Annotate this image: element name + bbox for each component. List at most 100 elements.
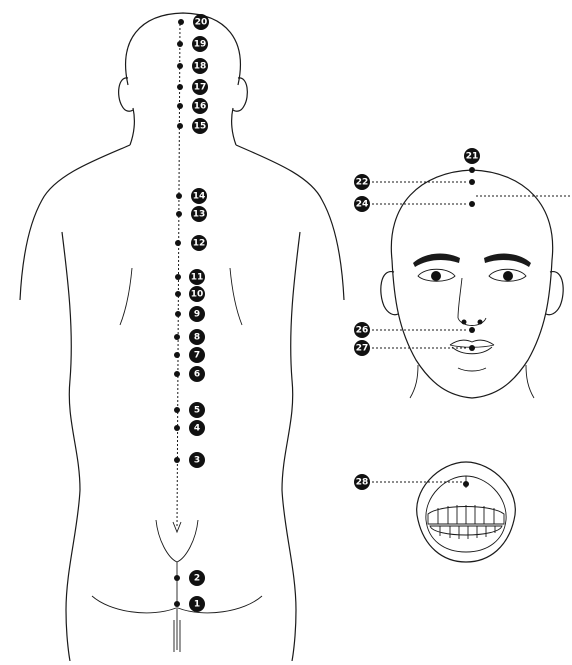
acupoint-label-21: 21 — [466, 152, 479, 162]
acupoint-dot-10 — [175, 291, 181, 297]
acupoint-label-2: 2 — [194, 574, 200, 584]
left-eyebrow — [413, 254, 460, 267]
acupoint-label-7: 7 — [194, 351, 200, 361]
acupoint-badge-10: 10 — [189, 286, 205, 302]
acupoint-label-10: 10 — [191, 290, 204, 300]
acupoint-badge-20: 20 — [193, 14, 209, 30]
acupoint-badge-3: 3 — [189, 452, 205, 468]
spine-arrowhead — [173, 522, 181, 532]
back-left-side — [62, 232, 80, 661]
acupoint-label-3: 3 — [194, 456, 200, 466]
acupoint-dot-27 — [469, 345, 475, 351]
back-left-ear — [119, 78, 133, 111]
acupoint-badge-19: 19 — [192, 36, 208, 52]
acupoint-label-18: 18 — [194, 62, 207, 72]
acupoint-badge-5: 5 — [189, 402, 205, 418]
acupoint-badge-24: 24 — [354, 196, 370, 212]
right-nostril — [478, 320, 483, 325]
acupoint-badge-6: 6 — [189, 366, 205, 382]
spine-guide-line — [177, 20, 180, 528]
right-pupil — [503, 271, 513, 281]
acupoint-dot-1 — [174, 601, 180, 607]
acupoint-dot-28 — [463, 481, 469, 487]
acupoint-label-13: 13 — [193, 210, 206, 220]
face-neck-left — [410, 365, 418, 398]
right-shoulder-blade — [230, 268, 242, 325]
back-view-figure — [20, 13, 344, 661]
acupoint-dot-18 — [177, 63, 183, 69]
face-neck-right — [526, 365, 534, 398]
acupoint-label-19: 19 — [194, 40, 207, 50]
upper-lip — [450, 340, 494, 345]
acupoint-dot-15 — [177, 123, 183, 129]
left-pupil — [431, 271, 441, 281]
acupoint-badge-26: 26 — [354, 322, 370, 338]
acupoint-badge-12: 12 — [191, 235, 207, 251]
acupoint-dot-9 — [175, 311, 181, 317]
acupoint-badge-27: 27 — [354, 340, 370, 356]
acupoint-dot-8 — [174, 334, 180, 340]
acupoint-dot-16 — [177, 103, 183, 109]
lower-teeth-dividers — [440, 526, 495, 539]
acupoint-label-12: 12 — [193, 239, 206, 249]
acupoint-label-17: 17 — [194, 83, 207, 93]
acupoint-label-22: 22 — [356, 178, 369, 188]
acupoint-label-8: 8 — [194, 333, 200, 343]
acupoint-dot-12 — [175, 240, 181, 246]
acupoint-badge-7: 7 — [189, 347, 205, 363]
acupoint-dot-20 — [178, 19, 184, 25]
acupoint-label-6: 6 — [194, 370, 200, 380]
back-neck-right — [232, 108, 236, 145]
acupoint-badge-9: 9 — [189, 306, 205, 322]
acupoint-label-28: 28 — [356, 478, 369, 488]
acupoint-dot-24 — [469, 201, 475, 207]
left-buttock-curve — [92, 596, 176, 613]
acupoint-dot-3 — [174, 457, 180, 463]
acupoint-badge-18: 18 — [192, 58, 208, 74]
sacrum-curve-right — [177, 520, 198, 562]
acupoint-dot-11 — [175, 274, 181, 280]
acupoint-badge-1: 1 — [189, 596, 205, 612]
sacrum-curve-left — [156, 520, 177, 562]
acupoint-dot-22 — [469, 179, 475, 185]
right-eyebrow — [484, 254, 531, 267]
acupoint-label-5: 5 — [194, 406, 200, 416]
acupoint-label-9: 9 — [194, 310, 200, 320]
acupoint-label-20: 20 — [195, 18, 208, 28]
lower-teeth-row — [430, 526, 502, 535]
acupoint-badge-21: 21 — [464, 148, 480, 164]
back-neck-left — [130, 108, 134, 145]
mouth-view-figure — [372, 462, 515, 562]
acupoint-badge-13: 13 — [191, 206, 207, 222]
back-right-side — [282, 232, 300, 661]
acupoint-label-4: 4 — [194, 424, 200, 434]
acupoint-label-11: 11 — [191, 273, 204, 283]
acupoint-label-27: 27 — [356, 344, 369, 354]
acupoint-badge-16: 16 — [192, 98, 208, 114]
chin-curve — [458, 368, 486, 371]
nose-bridge — [458, 278, 462, 318]
acupoint-badge-14: 14 — [191, 188, 207, 204]
back-left-shoulder-arm — [20, 145, 130, 300]
acupoint-dot-7 — [174, 352, 180, 358]
acupoint-label-15: 15 — [194, 122, 207, 132]
acupoint-dot-4 — [174, 425, 180, 431]
acupoint-badge-11: 11 — [189, 269, 205, 285]
acupoint-dot-13 — [176, 211, 182, 217]
acupoint-dot-6 — [174, 371, 180, 377]
acupoint-dot-2 — [174, 575, 180, 581]
acupoint-dot-21 — [469, 167, 475, 173]
acupoint-badge-8: 8 — [189, 329, 205, 345]
acupoint-dot-17 — [177, 84, 183, 90]
acupoint-dot-26 — [469, 327, 475, 333]
acupoint-label-16: 16 — [194, 102, 207, 112]
acupoint-label-26: 26 — [356, 326, 369, 336]
acupoint-badge-4: 4 — [189, 420, 205, 436]
acupoint-dot-19 — [177, 41, 183, 47]
acupoint-dot-14 — [176, 193, 182, 199]
acupoint-label-1: 1 — [194, 600, 200, 610]
acupoint-label-14: 14 — [193, 192, 206, 202]
back-right-ear — [233, 78, 247, 111]
